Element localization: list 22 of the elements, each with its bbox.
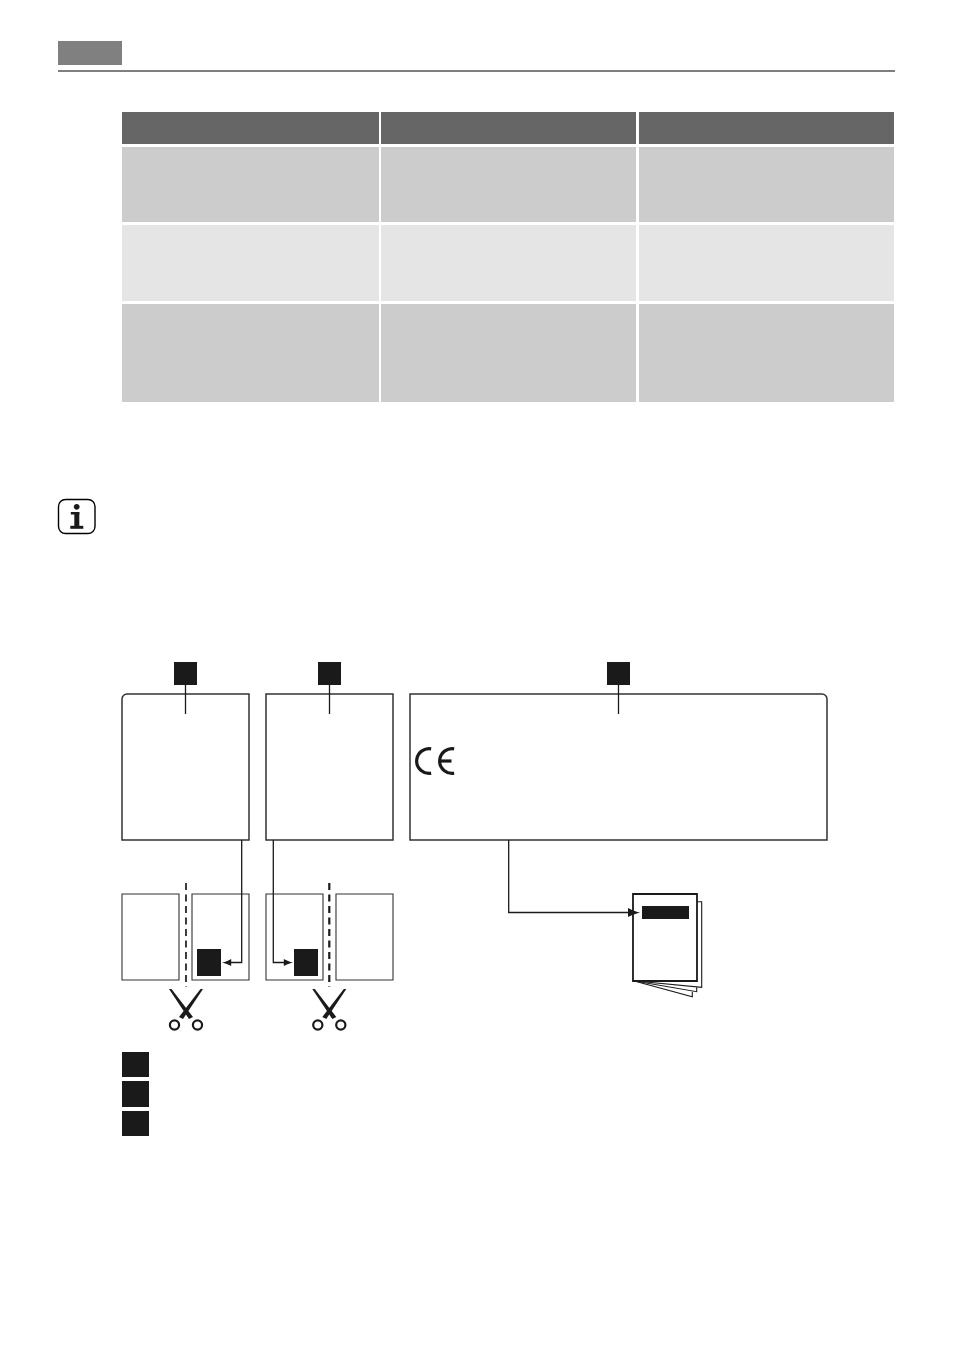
arrow: [224, 839, 243, 966]
callout-square: [122, 1111, 149, 1136]
label-piece: [121, 893, 180, 981]
marker-square: [294, 949, 318, 976]
marker-square: [197, 949, 221, 976]
callout-square: [318, 662, 341, 685]
leader-line: [184, 684, 187, 715]
arrow: [272, 839, 291, 966]
callout-square: [174, 662, 197, 685]
leader-line: [328, 684, 331, 715]
arrow: [508, 839, 638, 917]
label-piece: [191, 893, 250, 981]
rating-plate: [409, 693, 828, 841]
label-card: [265, 693, 394, 841]
title-bar: [642, 906, 689, 919]
label-card: [121, 693, 250, 841]
label-piece: [335, 893, 394, 981]
callout-square: [122, 1081, 149, 1107]
callout-square: [607, 662, 630, 685]
label-piece: [265, 893, 324, 981]
callout-square: [122, 1052, 149, 1077]
leader-line: [617, 684, 620, 715]
